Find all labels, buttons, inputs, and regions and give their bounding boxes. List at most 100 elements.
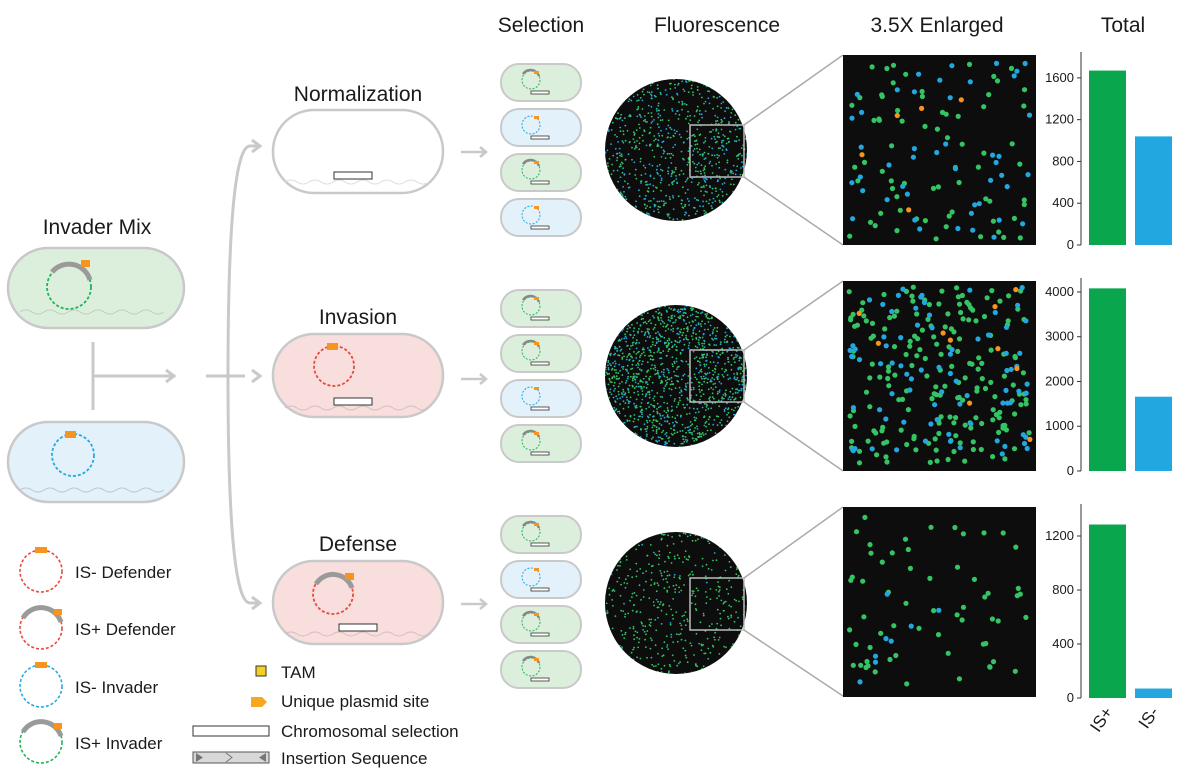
colony-dot: [726, 437, 729, 440]
colony-dot: [721, 539, 723, 542]
colony-dot: [644, 354, 646, 357]
colony-dot: [660, 168, 662, 171]
colony-dot: [723, 315, 726, 317]
colony-dot: [612, 605, 614, 607]
colony-dot: [652, 415, 654, 418]
colony-dot: [698, 642, 700, 645]
colony-dot: [704, 157, 707, 160]
colony-dot: [655, 168, 658, 171]
colony-dot: [702, 355, 705, 358]
colony-dot: [714, 307, 716, 309]
colony-dot: [720, 307, 723, 310]
colony-dot: [696, 163, 699, 166]
colony-dot: [641, 408, 643, 411]
colony-dot: [730, 537, 733, 540]
colony-dot: [741, 380, 744, 383]
enlarged-colony: [872, 669, 878, 675]
colony-dot: [713, 397, 715, 400]
colony-dot: [626, 327, 629, 330]
colony-dot: [618, 327, 621, 330]
colony-dot: [682, 186, 684, 189]
colony-dot: [701, 383, 703, 386]
enlarged-colony: [970, 227, 976, 233]
colony-dot: [624, 631, 627, 634]
colony-dot: [656, 402, 659, 405]
colony-dot: [686, 177, 689, 180]
colony-dot: [723, 305, 726, 308]
enlarged-colony: [885, 364, 892, 370]
colony-dot: [652, 397, 655, 400]
colony-dot: [655, 629, 658, 632]
enlarged-colony: [1014, 365, 1020, 372]
colony-dot: [744, 367, 747, 369]
colony-dot: [616, 437, 619, 440]
colony-dot: [621, 171, 624, 174]
enlarged-colony: [899, 118, 905, 124]
colony-dot: [652, 601, 655, 603]
colony-dot: [607, 325, 609, 327]
colony-dot: [665, 442, 667, 445]
colony-dot: [634, 342, 637, 345]
colony-dot: [637, 106, 640, 108]
colony-dot: [652, 404, 654, 407]
colony-dot: [698, 182, 700, 184]
colony-dot: [725, 149, 728, 152]
enlarged-colony: [975, 336, 981, 342]
colony-dot: [638, 350, 640, 353]
colony-dot: [660, 319, 663, 322]
colony-dot: [706, 372, 709, 375]
colony-dot: [633, 414, 636, 416]
colony-dot: [645, 419, 648, 422]
enlarged-colony: [934, 458, 940, 464]
colony-dot: [719, 343, 722, 346]
colony-dot: [741, 161, 743, 164]
enlarged-colony: [855, 178, 861, 184]
colony-dot: [722, 609, 725, 612]
colony-dot: [674, 588, 677, 590]
y-tick-label: 0: [1067, 237, 1074, 252]
colony-dot: [743, 644, 745, 646]
colony-dot: [712, 383, 715, 385]
colony-dot: [723, 439, 726, 441]
colony-dot: [633, 212, 636, 215]
colony-dot: [629, 326, 631, 329]
enlarged-colony: [1012, 411, 1018, 417]
colony-dot: [621, 432, 624, 434]
colony-dot: [610, 173, 613, 176]
colony-dot: [684, 383, 687, 385]
colony-dot: [686, 115, 689, 118]
colony-dot: [663, 410, 666, 412]
enlarged-colony: [968, 425, 974, 431]
colony-dot: [713, 82, 716, 85]
colony-dot: [652, 424, 655, 427]
colony-dot: [685, 558, 688, 560]
colony-dot: [653, 551, 655, 554]
colony-dot: [715, 335, 717, 337]
colony-dot: [650, 322, 653, 325]
colony-dot: [671, 536, 673, 538]
colony-dot: [658, 406, 660, 409]
colony-dot: [692, 321, 695, 323]
colony-dot: [737, 100, 740, 103]
colony-dot: [651, 564, 654, 567]
colony-dot: [721, 368, 723, 370]
colony-dot: [743, 328, 745, 331]
colony-dot: [697, 538, 699, 541]
colony-dot: [614, 316, 616, 318]
enlarged-colony: [853, 641, 859, 648]
enlarged-colony: [889, 185, 896, 192]
colony-dot: [617, 319, 620, 321]
colony-dot: [669, 320, 671, 322]
colony-dot: [649, 358, 652, 361]
enlarged-colony: [949, 209, 955, 215]
enlarged-colony: [932, 402, 938, 408]
colony-dot: [692, 150, 695, 152]
colony-dot: [734, 214, 737, 217]
colony-dot: [623, 180, 626, 183]
colony-dot: [633, 391, 636, 394]
colony-dot: [721, 149, 724, 151]
colony-dot: [687, 150, 690, 153]
colony-dot: [732, 102, 734, 105]
colony-dot: [699, 398, 701, 401]
colony-dot: [679, 340, 682, 342]
